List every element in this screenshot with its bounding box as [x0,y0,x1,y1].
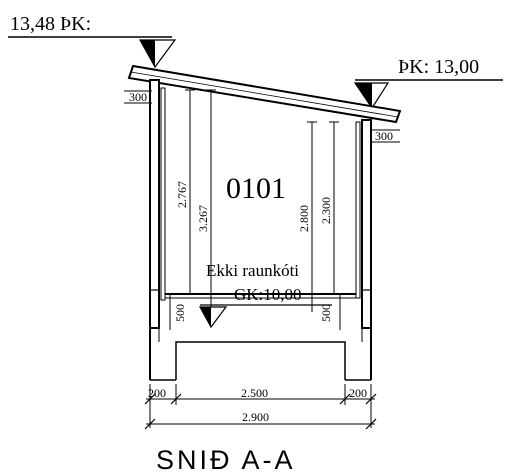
dim-footing-left: 200 [148,386,166,400]
floor-level-triangle-fill [200,307,211,327]
level-triangle-right-fill [355,83,372,108]
dim-total-height-left: 3.267 [196,205,210,232]
floor-level-label: GK:10,00 [234,285,302,304]
level-triangle-left-fill [140,40,155,67]
dim-wall-thickness-right: 300 [375,129,393,143]
dim-tick [144,393,156,405]
dim-tick [144,418,156,430]
dim-span-total: 2.900 [242,410,269,424]
dim-foundation-left: 500 [173,304,187,322]
dim-tick [365,393,377,405]
room-number: 0101 [226,172,286,205]
dim-foundation-right: 500 [319,304,333,322]
level-label-left: 13,48 ÞK: [10,13,91,35]
left-wall-lining [160,87,166,301]
foundation-inner [175,341,346,380]
level-label-right: ÞK: 13,00 [398,56,479,78]
dim-tick [170,393,182,405]
roof-slab-inner-line [130,71,399,118]
dim-tick [365,418,377,430]
dim-total-height-right: 2.800 [297,205,311,232]
room-note: Ekki raunkóti [206,261,299,280]
right-wall [361,119,372,329]
dim-tick [339,393,351,405]
section-title: SNIÐ A-A [156,445,296,475]
dim-inner-height-left: 2.767 [175,181,189,208]
dim-wall-thickness-left: 300 [129,90,147,104]
roof-slab [127,64,402,124]
dim-span-inner: 2.500 [241,386,268,400]
left-wall [149,79,160,329]
dim-footing-right: 200 [349,386,367,400]
right-wall-lining [355,121,361,299]
dim-inner-height-right: 2.300 [319,197,333,224]
